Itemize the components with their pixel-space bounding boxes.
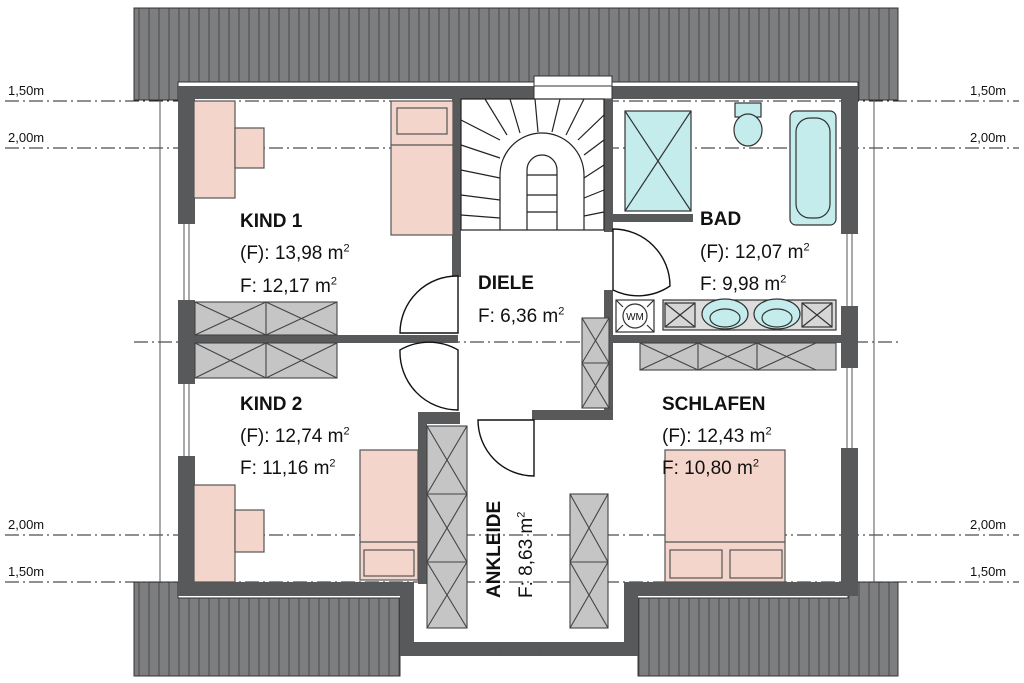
outer-walls	[178, 75, 858, 656]
bathroom-fixtures	[615, 102, 837, 333]
room-net-area-kind-1: F: 12,17 m2	[240, 275, 337, 297]
dim-label-left-3: 2,00m	[8, 517, 45, 532]
room-net-area-ankleide: F: 8,63 m2	[515, 511, 537, 598]
room-name-kind-1: KIND 1	[240, 211, 303, 232]
dim-label-left-2: 2,00m	[8, 130, 45, 145]
side-thin-lines	[159, 100, 875, 582]
room-name-diele: DIELE	[478, 273, 534, 294]
room-net-area-bad: F: 9,98 m2	[700, 273, 787, 295]
room-name-kind-2: KIND 2	[240, 394, 303, 415]
dim-label-left-4: 1,50m	[8, 564, 45, 579]
roof-bottom-right	[637, 581, 899, 677]
room-net-area-schlafen: F: 10,80 m2	[662, 457, 759, 479]
dim-label-right-1: 1,50m	[970, 83, 1007, 98]
doors	[399, 228, 671, 477]
staircase	[460, 98, 605, 231]
room-gross-area-kind-2: (F): 12,74 m2	[240, 425, 350, 447]
washer-label: WM	[626, 312, 644, 323]
dim-label-right-3: 2,00m	[970, 517, 1007, 532]
closets	[194, 301, 837, 629]
windows	[183, 224, 853, 656]
room-gross-area-kind-1: (F): 13,98 m2	[240, 242, 350, 264]
dim-label-right-2: 2,00m	[970, 130, 1007, 145]
room-net-area-kind-2: F: 11,16 m2	[240, 457, 336, 479]
room-name-bad: BAD	[700, 209, 742, 230]
dim-label-left-1: 1,50m	[8, 83, 45, 98]
roof-bottom-left	[133, 581, 401, 677]
room-name-schlafen: SCHLAFEN	[662, 394, 766, 415]
room-gross-area-schlafen: (F): 12,43 m2	[662, 425, 772, 447]
room-gross-area-bad: (F): 12,07 m2	[700, 241, 810, 263]
roof-top	[133, 7, 899, 101]
furniture	[193, 100, 786, 583]
room-net-area-diele: F: 6,36 m2	[478, 305, 565, 327]
room-name-ankleide: ANKLEIDE	[484, 500, 505, 598]
dim-label-right-4: 1,50m	[970, 564, 1007, 579]
